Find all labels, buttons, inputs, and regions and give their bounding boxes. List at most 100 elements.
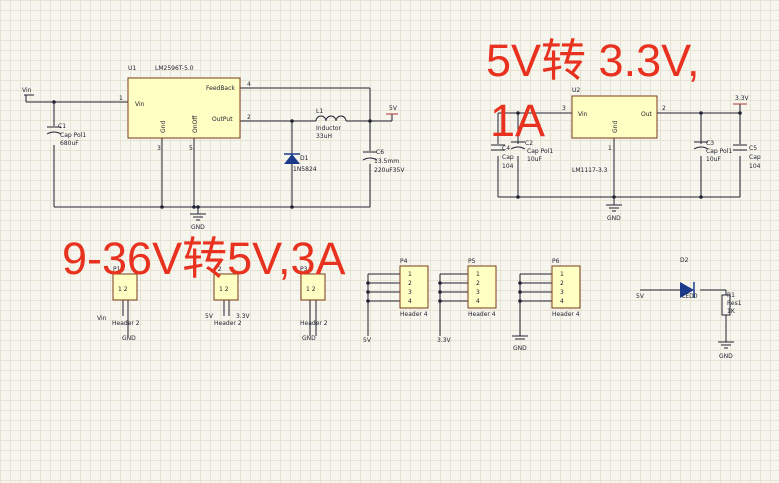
capacitor-c5[interactable]: C5 Cap 104 [733, 144, 761, 170]
connector-p5[interactable]: P5 1 2 3 4 Header 4 3.3V [437, 258, 497, 344]
svg-text:C4: C4 [502, 145, 510, 152]
svg-text:2: 2 [560, 280, 564, 287]
connector-p4[interactable]: P4 1 2 3 4 Header 4 5V [363, 258, 429, 344]
svg-text:1 2: 1 2 [306, 286, 316, 293]
vin-net-label: Vin [22, 87, 34, 102]
svg-text:Cap: Cap [502, 154, 514, 161]
svg-text:GND: GND [513, 345, 527, 352]
u2-part-number: LM1117-3.3 [572, 167, 608, 174]
capacitor-c4[interactable]: C4 Cap 104 [491, 144, 514, 170]
svg-text:3.3V: 3.3V [437, 337, 452, 344]
svg-text:5V: 5V [389, 105, 398, 112]
connector-p6[interactable]: P6 1 2 3 4 Header 4 GND [512, 258, 581, 352]
svg-text:P3: P3 [300, 266, 308, 273]
svg-text:10uF: 10uF [706, 156, 721, 163]
svg-text:220uF35V: 220uF35V [374, 167, 405, 174]
svg-text:C2: C2 [525, 140, 533, 147]
svg-text:4: 4 [408, 298, 412, 305]
connector-p1[interactable]: P1 1 2 Header 2 Vin GND [97, 266, 140, 342]
u2-designator: U2 [572, 87, 580, 94]
svg-text:GND: GND [607, 215, 621, 222]
svg-text:Vin: Vin [97, 315, 107, 322]
svg-text:680uF: 680uF [60, 140, 79, 147]
svg-text:104: 104 [502, 163, 514, 170]
svg-text:13.5mm: 13.5mm [374, 158, 399, 165]
inductor-l1[interactable]: L1 Inductor 33uH [315, 108, 347, 140]
svg-text:Header 4: Header 4 [400, 311, 428, 318]
u1-part-number: LM2596T-5.0 [155, 65, 194, 72]
svg-text:Header 2: Header 2 [214, 320, 242, 327]
u1-pin4-number: 4 [247, 81, 251, 88]
svg-text:1 2: 1 2 [118, 286, 128, 293]
led-d2[interactable]: D2 LED0 [680, 257, 698, 300]
svg-text:P1: P1 [113, 266, 121, 273]
u2-pin1-number: 1 [608, 145, 612, 152]
annotation-3v3-title: 5V转 3.3V, [486, 35, 700, 86]
svg-text:R1: R1 [727, 292, 735, 299]
svg-text:2: 2 [476, 280, 480, 287]
svg-text:D2: D2 [680, 257, 689, 264]
svg-text:5V: 5V [363, 337, 372, 344]
u2-pin-vin: Vin [578, 111, 588, 118]
capacitor-c1[interactable]: C1 Cap Pol1 680uF [46, 123, 86, 147]
u1-pin2-number: 2 [247, 114, 251, 121]
svg-text:GND: GND [302, 335, 316, 342]
u1-pin-gnd: Gnd [160, 121, 167, 133]
svg-text:1: 1 [408, 271, 412, 278]
svg-text:10uF: 10uF [527, 156, 542, 163]
u1-designator: U1 [128, 65, 136, 72]
svg-text:Header 4: Header 4 [468, 311, 496, 318]
svg-text:104: 104 [749, 163, 761, 170]
u1-pin-feedback: FeedBack [206, 85, 235, 92]
u1-pin3-number: 3 [157, 145, 161, 152]
gnd-symbol-led: GND [718, 341, 734, 360]
connector-p3[interactable]: P3 1 2 Header 2 GND [300, 266, 328, 342]
svg-text:3.3V: 3.3V [236, 313, 251, 320]
svg-text:Res1: Res1 [727, 300, 742, 307]
resistor-r1[interactable]: R1 Res1 1K [721, 292, 742, 316]
u1-pin1-number: 1 [119, 95, 123, 102]
svg-text:P5: P5 [468, 258, 476, 265]
svg-text:5V: 5V [205, 313, 214, 320]
svg-text:P4: P4 [400, 258, 408, 265]
svg-text:C6: C6 [376, 149, 384, 156]
u2-pin-out: Out [641, 111, 653, 118]
u2-regulator[interactable]: U2 Vin Out Gnd 3 2 1 LM1117-3.3 [562, 87, 666, 174]
capacitor-c3[interactable]: C3 Cap Pol1 10uF [693, 140, 732, 163]
svg-text:Cap: Cap [749, 154, 761, 161]
gnd-symbol-u2: GND [606, 204, 622, 222]
u1-pin-onoff: OnOff [192, 115, 199, 133]
svg-text:3: 3 [476, 289, 480, 296]
gnd-symbol-u1: GND [190, 213, 206, 231]
u1-pin5-number: 5 [189, 145, 193, 152]
diode-d1[interactable]: D1 1N5824 [284, 153, 317, 173]
svg-text:1: 1 [560, 271, 564, 278]
svg-text:3: 3 [560, 289, 564, 296]
svg-text:Cap Pol1: Cap Pol1 [60, 132, 86, 139]
svg-text:Inductor: Inductor [316, 125, 342, 132]
svg-text:1: 1 [476, 271, 480, 278]
net-5v-label: 5V [386, 105, 398, 115]
u1-pin-vin: Vin [135, 101, 145, 108]
svg-text:Header 2: Header 2 [112, 320, 140, 327]
annotation-5v-title: 9-36V转5V,3A [62, 233, 346, 284]
capacitor-c2[interactable]: C2 Cap Pol1 10uF [510, 140, 553, 163]
svg-text:1 2: 1 2 [219, 286, 229, 293]
net-5v-led: 5V [636, 293, 645, 300]
svg-text:Cap Pol1: Cap Pol1 [706, 148, 732, 155]
svg-text:Header 4: Header 4 [552, 311, 580, 318]
svg-text:4: 4 [476, 298, 480, 305]
svg-text:5V: 5V [636, 293, 645, 300]
u2-pin3-number: 3 [562, 105, 566, 112]
annotation-3v3-current: 1A [490, 95, 545, 146]
svg-text:P2: P2 [214, 266, 222, 273]
svg-text:Header 2: Header 2 [300, 320, 328, 327]
u1-regulator[interactable]: U1 LM2596T-5.0 Vin FeedBack OutPut Gnd O… [119, 65, 251, 152]
svg-text:2: 2 [408, 280, 412, 287]
svg-text:C3: C3 [706, 140, 714, 147]
svg-text:Vin: Vin [22, 87, 32, 94]
connector-p2[interactable]: P2 1 2 Header 2 5V 3.3V [205, 266, 251, 327]
capacitor-c6[interactable]: C6 13.5mm 220uF35V [362, 149, 405, 174]
